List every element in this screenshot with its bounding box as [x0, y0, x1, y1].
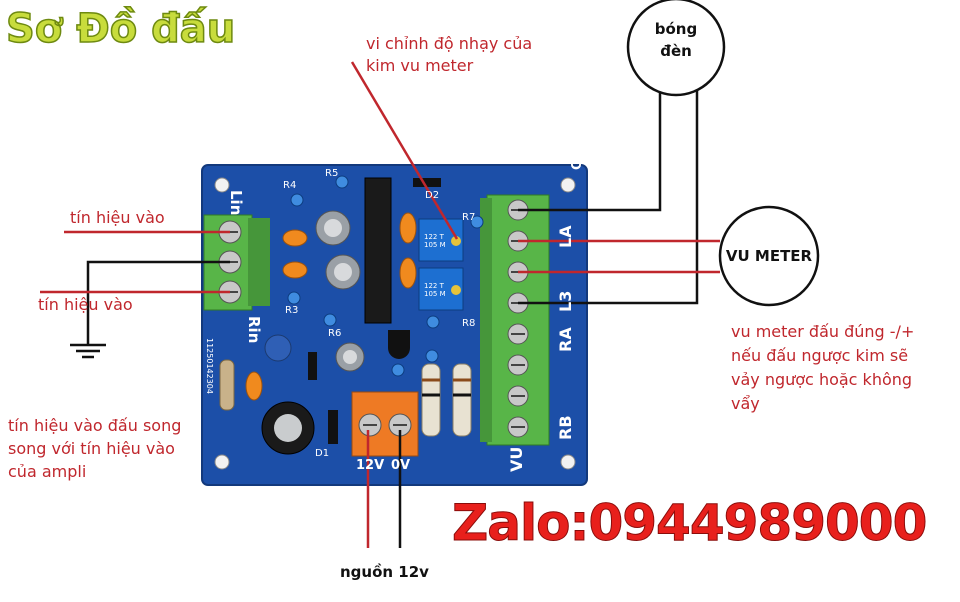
diode-d2 — [413, 178, 441, 187]
trimmer-pot-bottom — [418, 267, 464, 311]
pads — [287, 175, 484, 377]
label-rin: Rin — [245, 316, 263, 344]
power-terminal — [351, 391, 419, 457]
label-r5: R5 — [325, 168, 339, 179]
label-d2: D2 — [425, 190, 440, 201]
vu-meter-wires — [518, 239, 720, 274]
parallel-note: tín hiệu vào đấu song song với tín hiệu … — [8, 416, 182, 481]
silk-code: 11250142304 — [205, 338, 214, 394]
label-lin: Lin — [227, 190, 245, 216]
right-terminal-block — [480, 194, 550, 446]
signal-in-bottom-label: tín hiệu vào — [38, 295, 133, 314]
label-ra: RA — [556, 327, 575, 352]
label-r3: R3 — [285, 305, 299, 316]
label-r8: R8 — [462, 318, 476, 329]
label-rb: RB — [556, 415, 575, 440]
heatsink — [364, 177, 392, 324]
sensitivity-note: vi chỉnh độ nhạy của kim vu meter — [366, 34, 533, 75]
label-0v: 0V — [391, 458, 411, 473]
vu-meter-label: VU METER — [725, 247, 813, 265]
label-r4: R4 — [283, 180, 297, 191]
label-vu: VU — [507, 446, 526, 472]
ground-wire — [70, 260, 230, 359]
small-capacitors — [245, 212, 417, 401]
page-title: Sơ Đồ đấu — [5, 5, 236, 53]
signal-wires — [40, 230, 230, 294]
diode-d1 — [328, 410, 338, 444]
polarity-note: vu meter đấu đúng -/+ nếu đấu ngược kim … — [731, 322, 915, 413]
mount-hole — [214, 454, 230, 470]
signal-in-top-label: tín hiệu vào — [70, 208, 165, 227]
lamp-wires — [518, 88, 699, 305]
label-r6: R6 — [328, 328, 342, 339]
lamp-circle — [626, 0, 726, 97]
label-la: LA — [556, 225, 575, 248]
diode — [308, 352, 317, 380]
label-l3: L3 — [556, 290, 575, 312]
lamp-label: bóng đèn — [654, 20, 698, 60]
resistors — [219, 359, 472, 437]
label-r7: R7 — [462, 212, 476, 223]
label-12v: 12V — [356, 458, 385, 473]
mount-hole — [560, 177, 576, 193]
trimmer-pot-top — [418, 218, 464, 262]
label-out: OUT — [570, 139, 585, 170]
power-label: nguồn 12v — [340, 563, 429, 581]
transistor — [388, 330, 410, 359]
sensitivity-pointer — [350, 61, 459, 240]
capacitor — [261, 210, 365, 455]
contact-watermark: Zalo:0944989000 — [451, 494, 927, 553]
mount-hole — [560, 454, 576, 470]
mount-hole — [214, 177, 230, 193]
label-d1: D1 — [315, 448, 330, 459]
vu-meter-circle — [718, 205, 820, 307]
